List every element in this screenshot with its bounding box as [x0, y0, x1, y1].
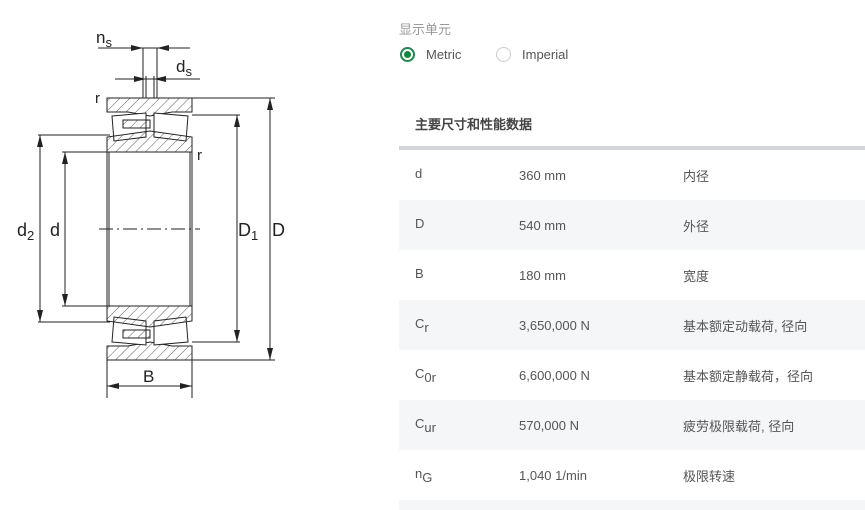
value: 3,650,000 N: [519, 317, 590, 333]
label-ns: ns: [96, 28, 112, 50]
symbol: B: [415, 265, 424, 281]
section-title: 主要尺寸和性能数据: [415, 117, 533, 132]
dimensions-table: d 360 mm 内径 D 540 mm 外径 B 180 mm 宽度 Cr 3…: [399, 146, 865, 510]
symbol: nG: [415, 465, 433, 485]
label-d2: d2: [17, 220, 34, 243]
description: 基本额定静载荷，径向: [683, 368, 814, 384]
table-row: d 360 mm 内径: [399, 150, 865, 200]
description: 极限转速: [683, 468, 736, 484]
description: 内径: [683, 168, 710, 184]
inner-ring-bottom: [106, 305, 193, 328]
outer-ring-top: [106, 97, 193, 117]
symbol: Cur: [415, 415, 436, 435]
label-ds: ds: [176, 57, 192, 79]
radio-metric[interactable]: Metric: [400, 47, 461, 62]
radio-unchecked-icon: [496, 47, 511, 62]
label-r-top: r: [95, 90, 100, 107]
radio-metric-label: Metric: [426, 47, 462, 62]
value: 570,000 N: [519, 417, 579, 433]
radio-checked-icon: [400, 47, 415, 62]
table-row: B 180 mm 宽度: [399, 250, 865, 300]
value: 180 mm: [519, 267, 566, 283]
description: 宽度: [683, 268, 710, 284]
label-d: d: [50, 220, 60, 240]
table-row: Cur 570,000 N 疲劳极限载荷, 径向: [399, 400, 865, 450]
value: 6,600,000 N: [519, 367, 590, 383]
label-r-inner: r: [197, 147, 202, 164]
table-row: nG 1,040 1/min 极限转速: [399, 450, 865, 500]
bearing-dimension-drawing: ns ds r r d2 d D1 D B: [17, 28, 285, 398]
symbol: Cr: [415, 315, 429, 335]
symbol: C0r: [415, 365, 436, 385]
label-D: D: [272, 220, 285, 240]
value: 1,040 1/min: [519, 467, 587, 483]
radio-imperial[interactable]: Imperial: [496, 47, 568, 62]
value: 360 mm: [519, 167, 566, 183]
value: 540 mm: [519, 217, 566, 233]
description: 外径: [683, 218, 710, 234]
radio-imperial-label: Imperial: [522, 47, 569, 62]
symbol: d: [415, 165, 423, 181]
label-D1: D1: [238, 220, 258, 243]
table-row: C0r 6,600,000 N 基本额定静载荷，径向: [399, 350, 865, 400]
units-label: 显示单元: [399, 22, 452, 37]
table-row: Cr 3,650,000 N 基本额定动载荷, 径向: [399, 300, 865, 350]
inner-ring-top: [106, 130, 193, 153]
description: 基本额定动载荷, 径向: [683, 318, 808, 334]
label-B: B: [143, 367, 154, 386]
outer-ring-bottom: [106, 341, 193, 361]
table-row-partial: [399, 500, 865, 510]
symbol: D: [415, 215, 425, 231]
description: 疲劳极限载荷, 径向: [683, 418, 795, 434]
table-row: D 540 mm 外径: [399, 200, 865, 250]
